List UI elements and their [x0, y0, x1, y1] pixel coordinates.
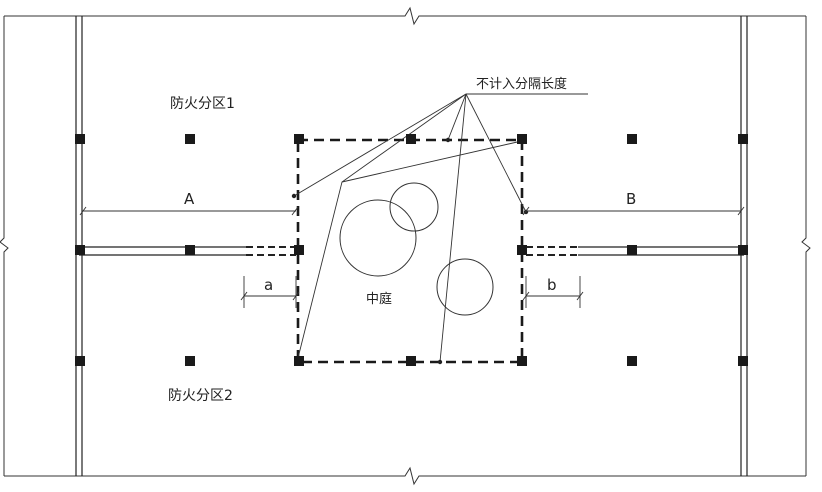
leader-2: [447, 93, 467, 141]
column: [185, 245, 195, 255]
left-edge: [0, 16, 9, 476]
dim-B-label: B: [626, 190, 636, 208]
dim-a-tick: [240, 291, 248, 301]
atrium-circles: [339, 182, 494, 316]
dimension-lines: [79, 206, 745, 308]
column: [406, 134, 416, 144]
column: [75, 134, 85, 144]
dim-b-label: b: [547, 276, 557, 294]
column: [627, 134, 637, 144]
right-edge: [801, 16, 811, 476]
circle-right: [436, 258, 494, 316]
dim-a-label: a: [264, 276, 273, 294]
column: [294, 356, 304, 366]
column: [627, 356, 637, 366]
column: [75, 356, 85, 366]
circle-small: [389, 182, 439, 232]
columns: [75, 134, 748, 366]
leader-dot: [291, 193, 297, 199]
column: [406, 356, 416, 366]
dim-B-tick: [522, 206, 530, 216]
leader-5: [341, 139, 527, 183]
dim-B-tick: [737, 206, 745, 216]
column: [738, 356, 748, 366]
column: [294, 134, 304, 144]
outer-frame: [0, 6, 811, 486]
dim-A-label: A: [184, 190, 195, 208]
leader-3: [465, 93, 527, 213]
column: [75, 245, 85, 255]
column: [738, 245, 748, 255]
leader-dot: [437, 359, 443, 365]
top-edge: [4, 6, 806, 26]
zone1-label: 防火分区1: [170, 96, 235, 112]
circle-large: [339, 199, 417, 277]
dim-A-tick: [291, 206, 299, 216]
dim-a-tick: [292, 291, 300, 301]
column: [517, 356, 527, 366]
note-label: 不计入分隔长度: [476, 76, 567, 92]
bottom-edge: [4, 466, 806, 486]
column: [517, 245, 527, 255]
column: [738, 134, 748, 144]
column: [294, 245, 304, 255]
zone2-label: 防火分区2: [168, 388, 233, 404]
dim-b-tick: [576, 291, 584, 301]
dim-A-tick: [79, 206, 87, 216]
column: [517, 134, 527, 144]
exterior-walls: [75, 16, 748, 476]
atrium-label: 中庭: [366, 291, 392, 307]
leader-1: [293, 93, 467, 197]
leader-dots: [291, 137, 529, 365]
dim-b-tick: [522, 291, 530, 301]
column: [185, 356, 195, 366]
column: [627, 245, 637, 255]
leader-6: [439, 93, 467, 363]
fire-walls: [79, 246, 744, 256]
leader-lines: [293, 93, 588, 363]
fire-wall-stubs: [246, 246, 578, 256]
leader-4: [297, 93, 467, 359]
leader-dot: [445, 137, 451, 143]
column: [185, 134, 195, 144]
